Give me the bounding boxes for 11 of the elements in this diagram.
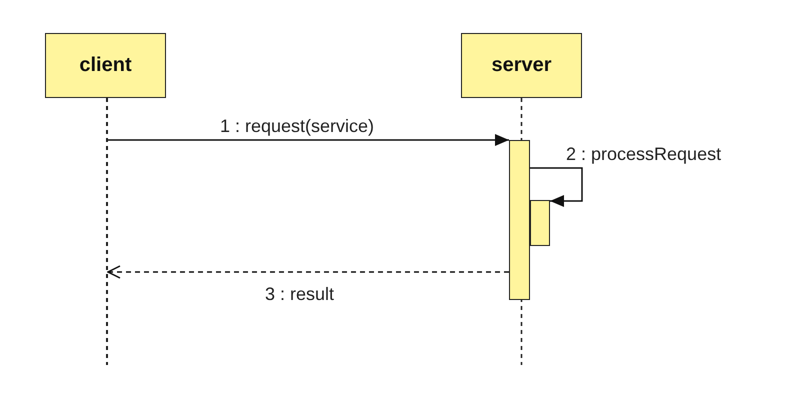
message-arrow — [108, 134, 509, 146]
lifeline — [106, 98, 108, 365]
return-message-arrow — [107, 265, 509, 279]
message-arrow — [530, 167, 583, 207]
lifeline-head — [45, 33, 166, 98]
activation-bar — [509, 140, 530, 300]
edge-label: 2 : processRequest — [564, 144, 724, 164]
participant-name: client — [79, 54, 132, 77]
participant-name: server — [491, 54, 552, 77]
activation-bar — [530, 200, 550, 246]
lifeline-head — [461, 33, 582, 98]
